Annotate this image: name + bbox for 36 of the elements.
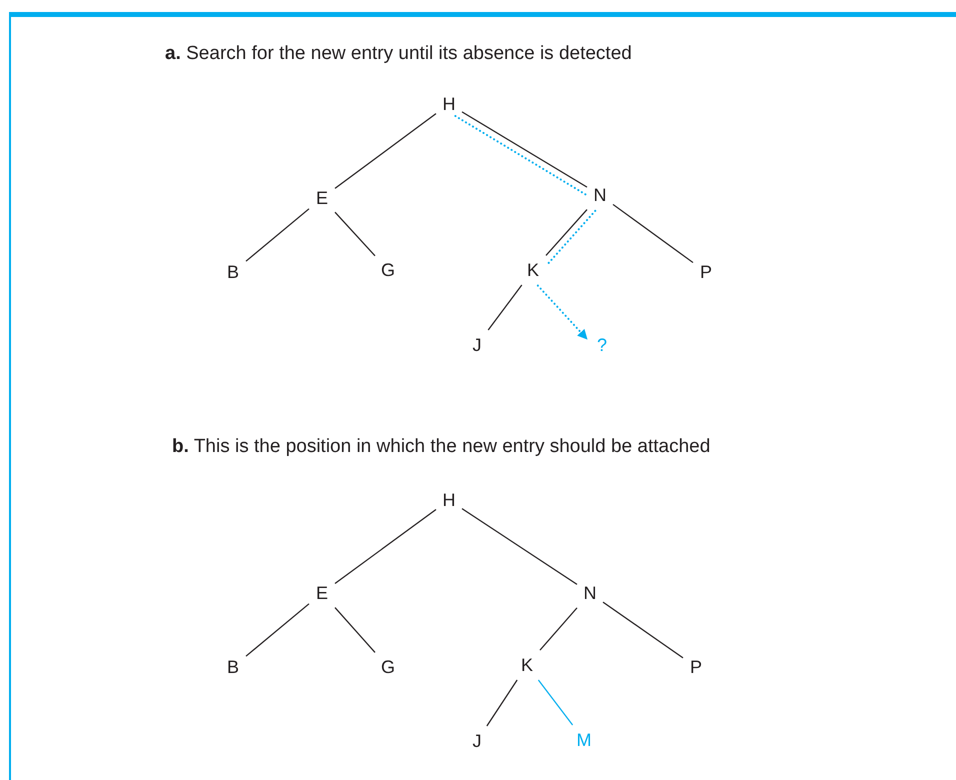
node-letter: E [316, 188, 328, 208]
node-letter: G [380, 260, 395, 280]
node-letter: N [594, 185, 606, 205]
tree-branch-line [334, 509, 436, 584]
node-letter: P [700, 262, 712, 282]
tree-branch-line [246, 208, 310, 262]
node-letter: N [584, 583, 596, 603]
tree-branch-line [486, 680, 518, 726]
node-letter: J [472, 335, 482, 355]
node-letter: P [690, 657, 702, 677]
section-heading: b. This is the position in which the new entry should be attached [172, 435, 710, 459]
tree-branch-line [334, 113, 436, 189]
tree-branch-line [488, 284, 522, 330]
node-letter: ? [596, 335, 607, 355]
tree-branch-line [334, 607, 376, 653]
tree-branch-line [246, 603, 310, 657]
node-letter: J [472, 731, 482, 751]
node-letter: B [226, 657, 239, 677]
node-letter: G [380, 657, 395, 677]
tree-branch-line [462, 508, 578, 585]
tree-branch-line [462, 111, 588, 188]
tree-branch-line [612, 204, 694, 264]
search-path-arrow [536, 284, 588, 340]
node-letter: H [442, 490, 456, 510]
node-letter: H [442, 94, 456, 114]
tree-branch-line [334, 212, 376, 256]
node-letter: K [520, 655, 533, 675]
node-letter: M [576, 730, 592, 750]
node-letter: K [526, 260, 539, 280]
tree-branch-line [546, 209, 588, 256]
tree-branch-line [540, 607, 578, 651]
tree-branch-line [602, 602, 684, 658]
node-letter: B [226, 262, 239, 282]
section-heading: a. Search for the new entry until its absence is detected [165, 42, 632, 66]
node-letter: E [316, 583, 328, 603]
tree-branch-line [538, 680, 574, 726]
